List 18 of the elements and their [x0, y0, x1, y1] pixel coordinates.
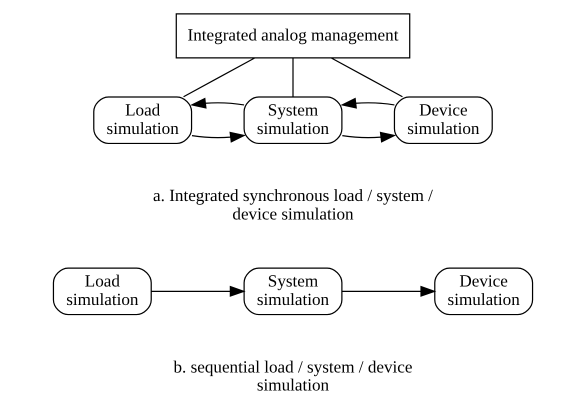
node-box: Device simulation [434, 267, 533, 315]
node-box: System simulation [243, 267, 342, 315]
connector [330, 56, 402, 97]
node-box: Integrated analog management [175, 12, 410, 58]
node-box: Load simulation [92, 96, 192, 144]
connector [182, 56, 254, 97]
node-box: Device simulation [393, 96, 492, 144]
arrow [342, 285, 436, 296]
arrow [340, 97, 394, 108]
node-box: Load simulation [52, 267, 152, 315]
arrow [191, 131, 246, 142]
connector [292, 58, 294, 96]
label: a. Integrated synchronous load / system / device simulation [152, 186, 432, 223]
arrow [190, 97, 244, 108]
arrow [342, 131, 396, 142]
label: b. sequential load / system / device simulation [173, 356, 412, 394]
arrow [151, 285, 246, 296]
node-box: System simulation [243, 96, 342, 144]
